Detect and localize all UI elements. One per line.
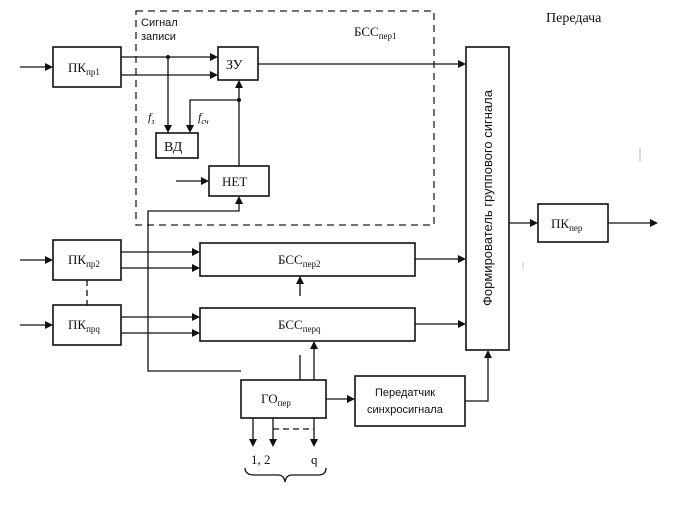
go-outputs-1-2-label: 1, 2 [251,452,271,467]
vd-label: ВД [164,140,183,155]
signal-label-line1: Сигнал [141,17,178,29]
bss-perq-box [199,307,416,342]
pk-pr2-label: ПКпр2 [68,252,100,269]
fz-label: fз [148,110,154,126]
pk-pr1-label: ПКпр1 [68,60,100,77]
zu-label: ЗУ [226,58,243,73]
bss-per1-main: БСС [354,24,379,39]
bss-per2-label: БССпер2 [278,252,321,269]
fsch-label: fсч [198,110,209,126]
group-signal-former-label: Формирователь группового сигнала [480,89,495,306]
go-per-label: ГОпер [261,391,291,408]
pk-pr2-box [52,239,122,281]
vd-box [155,132,199,159]
sync-transmitter-line1: Передатчик [375,387,435,399]
bss-per1-label: БССпер1 [354,24,397,41]
group-signal-former-box [465,46,510,351]
signal-label-line2: записи [141,31,176,43]
pk-per-label: ПКпер [551,216,583,233]
diagram-title: Передача [546,11,602,26]
bss-per1-sub: пер1 [379,31,397,41]
bss-per2-box [199,242,416,277]
outputs-brace [244,467,327,483]
net-label: НЕТ [222,174,247,189]
pk-prq-label: ПКпрq [68,317,100,334]
bss-per1-group-border [135,10,435,226]
bss-perq-label: БССперq [278,317,321,334]
go-per-box [240,379,327,419]
sync-transmitter-line2: синхросигнала [367,404,444,416]
pk-per-box [537,203,609,243]
go-outputs-q-label: q [311,452,318,467]
sync-transmitter-box [354,375,466,427]
